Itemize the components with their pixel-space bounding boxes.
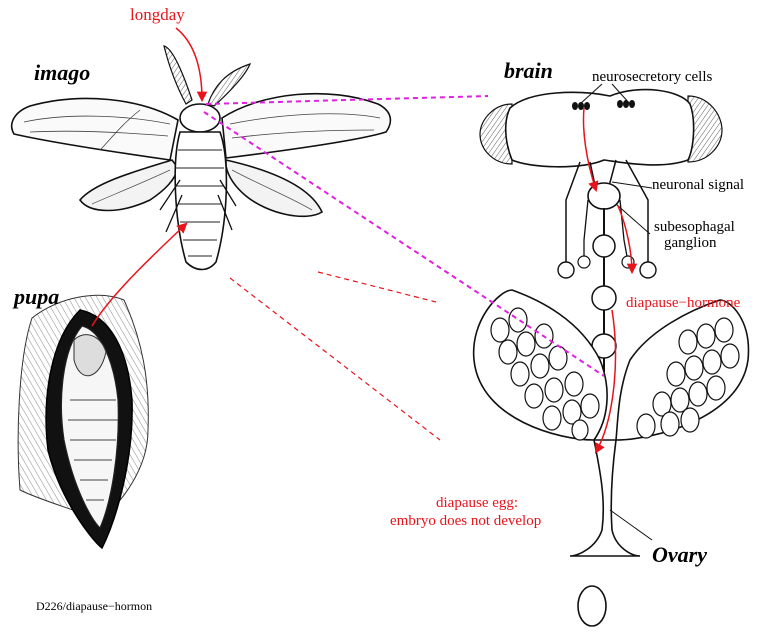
embryo-label: embryo does not develop (390, 514, 541, 529)
neuronal-signal-label: neuronal signal (652, 178, 744, 193)
subesophagal-label: subesophagal (654, 220, 735, 235)
longday-label: longday (130, 6, 185, 23)
diapause-hormone-label: diapause−hormone (626, 296, 740, 311)
neurosecretory-cells-label: neurosecretory cells (592, 70, 712, 85)
footer-reference: D226/diapause−hormon (36, 600, 152, 612)
pupa-label: pupa (14, 286, 59, 308)
pupa-illustration (18, 295, 148, 548)
red-dashed-guides (230, 272, 440, 440)
ganglion-label: ganglion (664, 236, 717, 251)
brain-label: brain (504, 60, 553, 82)
ovary-label: Ovary (652, 544, 707, 566)
imago-label: imago (34, 62, 90, 84)
diapause-egg-label: diapause egg: (436, 496, 518, 511)
